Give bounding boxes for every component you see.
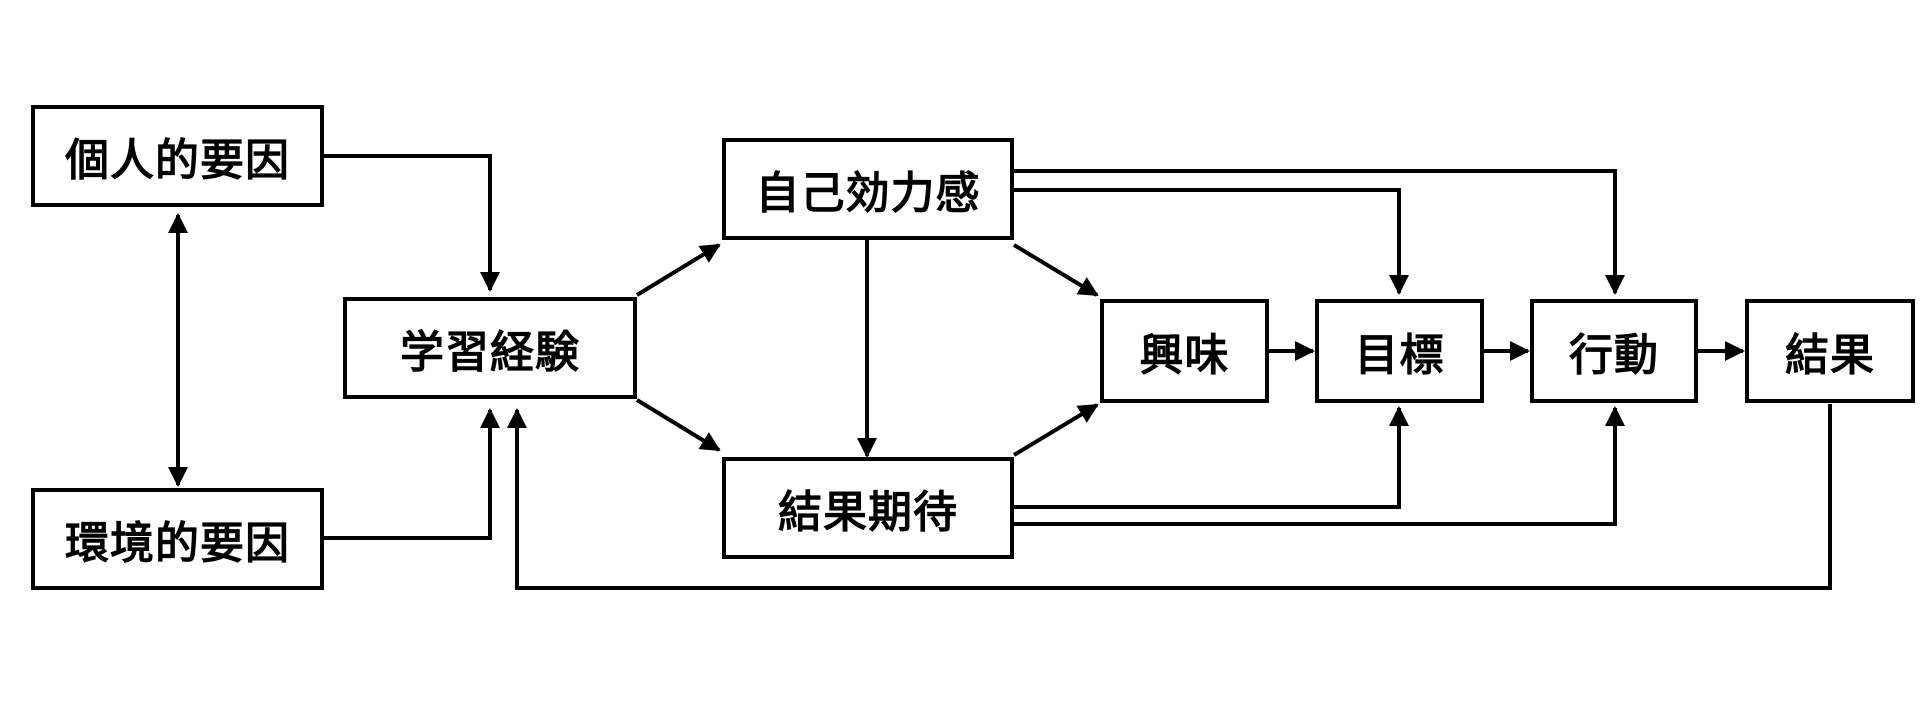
arrow-personal-learning (323, 154, 500, 292)
node-interest: 興味 (1100, 299, 1269, 403)
arrow-expectation-goal (1013, 406, 1409, 509)
node-personal-factors: 個人的要因 (31, 105, 324, 207)
arrow-efficacy-action (1013, 169, 1625, 295)
arrow-efficacy-interest (1012, 243, 1099, 297)
arrow-expectation-action (1013, 406, 1625, 526)
arrow-result-learning (507, 404, 1832, 590)
arrow-environment-learning (323, 408, 500, 540)
arrow-learning-expectation (635, 398, 721, 452)
node-goal: 目標 (1315, 299, 1484, 403)
arrow-learning-efficacy (635, 243, 721, 297)
node-result: 結果 (1745, 299, 1915, 403)
node-action: 行動 (1530, 299, 1698, 403)
node-learning-experience: 学習経験 (343, 297, 637, 399)
node-environmental-factors: 環境的要因 (31, 488, 324, 590)
node-outcome-expectation: 結果期待 (722, 457, 1014, 559)
arrow-efficacy-goal (1013, 188, 1409, 295)
arrow-expectation-interest (1012, 403, 1099, 457)
node-self-efficacy: 自己効力感 (722, 138, 1014, 240)
